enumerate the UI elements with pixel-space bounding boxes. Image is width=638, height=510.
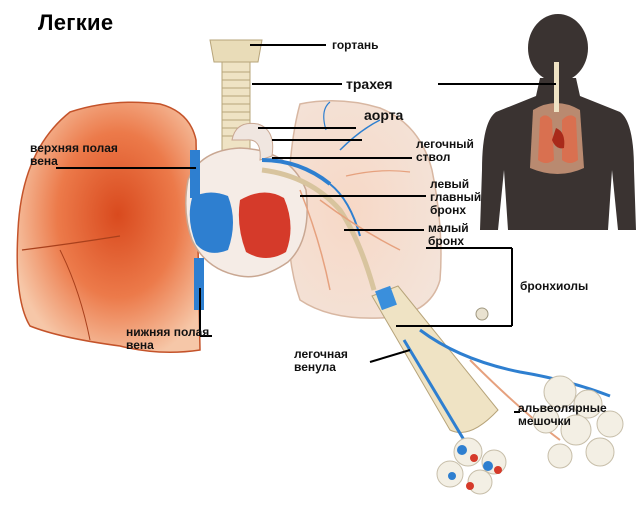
label-larynx: гортань (332, 39, 379, 52)
label-trachea: трахея (346, 76, 393, 92)
label-alveoli-line2: мешочки (518, 415, 607, 428)
label-left-main-bronchus: левый главный бронх (430, 178, 481, 217)
label-bronchioles: бронхиолы (520, 280, 588, 293)
label-pulmonary-trunk-line2: ствол (416, 151, 474, 164)
label-superior-vena-cava: верхняя полая вена (30, 142, 118, 168)
label-venule-line2: венула (294, 361, 348, 374)
label-small-bronchus: малый бронх (428, 222, 469, 248)
label-svc-line2: вена (30, 155, 118, 168)
label-aorta: аорта (364, 107, 403, 123)
human-silhouette (480, 14, 636, 230)
label-alveolar-sacs: альвеолярные мешочки (518, 402, 607, 428)
label-small-bronchus-line2: бронх (428, 235, 469, 248)
right-lung (288, 101, 441, 318)
left-lung (17, 102, 200, 352)
bronchiole-detail (372, 286, 623, 494)
label-left-bronchus-line3: бронх (430, 204, 481, 217)
label-ivc-line2: вена (126, 339, 209, 352)
label-pulmonary-venule: легочная венула (294, 348, 348, 374)
label-pulmonary-trunk: легочный ствол (416, 138, 474, 164)
page-title: Легкие (38, 10, 113, 36)
label-inferior-vena-cava: нижняя полая вена (126, 326, 209, 352)
